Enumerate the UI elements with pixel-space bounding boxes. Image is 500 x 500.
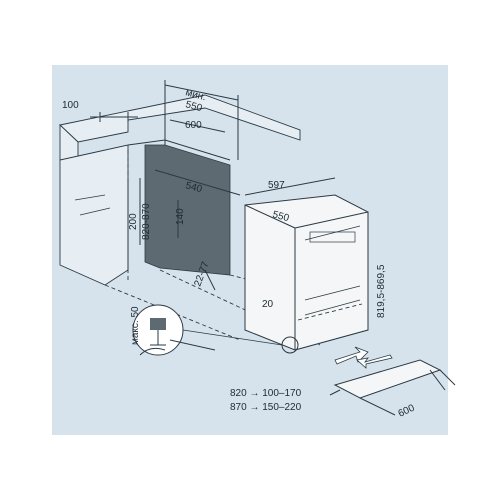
dim-540: 540 xyxy=(184,180,203,195)
dim-140: 140 xyxy=(175,208,186,225)
cabinet-left-wall xyxy=(59,144,129,286)
rotate-arrow-icon xyxy=(139,347,166,356)
dim-max-50: макс. 50 xyxy=(130,306,141,345)
dim-min-label: мин. xyxy=(184,87,207,103)
dim-819-869: 819,5-869,5 xyxy=(376,264,387,318)
table-row-2: 870 → 150–220 xyxy=(230,402,302,413)
dim-20: 20 xyxy=(262,299,274,310)
dim-820-870: 820-870 xyxy=(141,203,152,240)
push-arrow-icon xyxy=(356,354,393,369)
fridge-unit xyxy=(244,194,369,351)
table-row-1: 820 → 100–170 xyxy=(230,388,302,399)
dim-min-550: 550 xyxy=(184,99,203,114)
dim-550: 550 xyxy=(271,209,290,224)
dim-200: 200 xyxy=(128,213,139,230)
dim-600-top: 600 xyxy=(185,120,202,131)
niche-side-panel xyxy=(144,144,231,276)
screwdriver-icon xyxy=(169,339,216,351)
foot-detail xyxy=(132,304,299,356)
dim-597: 597 xyxy=(268,180,285,191)
kickboard xyxy=(329,359,456,416)
dim-100: 100 xyxy=(62,100,79,111)
